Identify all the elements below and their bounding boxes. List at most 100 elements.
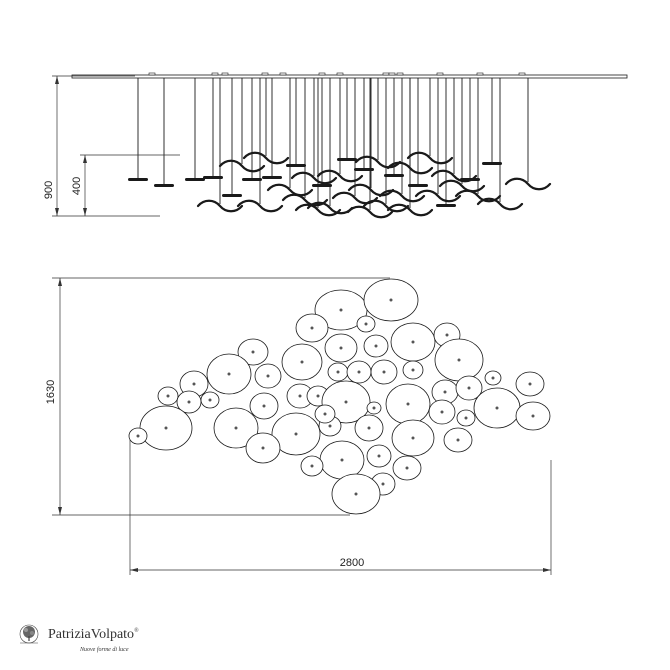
pendant-disc-wave xyxy=(504,177,552,191)
disc-center-point xyxy=(528,382,532,386)
disc-center-point xyxy=(266,374,270,378)
pendant-disc-side xyxy=(185,178,205,181)
canopy-cap xyxy=(221,72,229,76)
disc-center-point xyxy=(294,432,298,436)
canopy-cap xyxy=(396,72,404,76)
disc-center-point xyxy=(411,436,415,440)
dimension-400-label: 400 xyxy=(71,177,83,195)
plan-discs xyxy=(128,278,551,515)
registered-mark: ® xyxy=(134,627,139,634)
disc-center-point xyxy=(227,372,231,376)
disc-center-point xyxy=(445,333,449,337)
pendant-disc-wave xyxy=(196,199,244,213)
pendant-disc-wave xyxy=(354,155,402,169)
disc-center-point xyxy=(491,376,495,380)
pendant-disc-side xyxy=(286,164,306,167)
elevation-discs xyxy=(128,151,552,219)
disc-center-point xyxy=(456,438,460,442)
pendant-disc-side xyxy=(436,204,456,207)
disc-center-point xyxy=(251,350,255,354)
pendant-disc-wave xyxy=(414,189,462,203)
disc-center-point xyxy=(187,400,191,404)
disc-center-point xyxy=(405,466,409,470)
disc-center-point xyxy=(411,340,415,344)
pendant-disc-wave xyxy=(378,189,426,203)
disc-center-point xyxy=(323,412,327,416)
disc-center-point xyxy=(339,346,343,350)
pendant-disc-side xyxy=(222,194,242,197)
pendant-disc-wave xyxy=(218,159,266,173)
disc-center-point xyxy=(310,464,314,468)
brand-tagline: Nuove forme di luce xyxy=(79,646,129,653)
disc-center-point xyxy=(136,434,140,438)
disc-center-point xyxy=(495,406,499,410)
dimension-900 xyxy=(52,75,160,217)
pendant-disc-wave xyxy=(362,199,410,213)
disc-center-point xyxy=(164,426,168,430)
disc-center-point xyxy=(208,398,212,402)
pendant-disc-side xyxy=(384,174,404,177)
disc-center-point xyxy=(354,492,358,496)
disc-center-point xyxy=(374,344,378,348)
canopy-cap xyxy=(148,72,156,76)
disc-center-point xyxy=(310,326,314,330)
canopy-caps xyxy=(148,72,526,76)
canopy-cap xyxy=(279,72,287,76)
pendant-disc-wave xyxy=(316,169,364,183)
pendant-disc-wave xyxy=(266,183,314,197)
canopy-cap xyxy=(211,72,219,76)
disc-center-point xyxy=(316,394,320,398)
pendant-disc-side xyxy=(242,178,262,181)
pendant-disc-wave xyxy=(406,151,454,165)
plan-view: 1630 2800 xyxy=(45,277,552,575)
dimension-1630-label: 1630 xyxy=(45,380,57,404)
canopy-cap xyxy=(518,72,526,76)
disc-center-point xyxy=(298,394,302,398)
dimension-900-label: 900 xyxy=(43,181,55,199)
disc-center-point xyxy=(382,370,386,374)
pendant-disc-wave xyxy=(386,203,434,217)
disc-center-point xyxy=(328,424,332,428)
pendant-disc-side xyxy=(203,176,223,179)
pendant-disc-side xyxy=(312,184,332,187)
canopy-cap xyxy=(336,72,344,76)
dimension-400 xyxy=(80,154,180,216)
disc-center-point xyxy=(411,368,415,372)
pendant-disc-wave xyxy=(242,151,290,165)
pendant-disc-wave xyxy=(290,171,338,185)
disc-center-point xyxy=(381,482,385,486)
ceiling-canopy xyxy=(71,74,628,79)
elevation-view: 900 400 xyxy=(43,72,628,219)
dimension-2800-label: 2800 xyxy=(340,557,364,569)
pendant-disc-side xyxy=(460,178,480,181)
pendant-disc-wave xyxy=(438,179,486,193)
suspension-wires xyxy=(137,78,529,210)
pendant-disc-side xyxy=(337,158,357,161)
canopy-cap xyxy=(382,72,390,76)
pendant-disc-side xyxy=(354,168,374,171)
disc-center-point xyxy=(457,358,461,362)
disc-center-point xyxy=(367,426,371,430)
pendant-disc-wave xyxy=(294,203,342,217)
disc-center-point xyxy=(467,386,471,390)
pendant-disc-wave xyxy=(281,193,329,207)
disc-center-point xyxy=(440,410,444,414)
dimension-1630 xyxy=(52,277,390,516)
pendant-disc-wave xyxy=(236,199,284,213)
pendant-disc-side xyxy=(408,184,428,187)
disc-center-point xyxy=(464,416,468,420)
disc-center-point xyxy=(340,458,344,462)
pendant-disc-wave xyxy=(346,205,394,219)
disc-center-point xyxy=(364,322,368,326)
pendant-disc-wave xyxy=(386,161,434,175)
disc-center-point xyxy=(339,308,343,312)
disc-center-point xyxy=(234,426,238,430)
disc-center-point xyxy=(372,406,376,410)
disc-center-point xyxy=(531,414,535,418)
pendant-disc-side xyxy=(154,184,174,187)
disc-center-point xyxy=(262,404,266,408)
disc-center-point xyxy=(406,402,410,406)
disc-center-point xyxy=(357,370,361,374)
pendant-disc-wave xyxy=(306,201,354,215)
